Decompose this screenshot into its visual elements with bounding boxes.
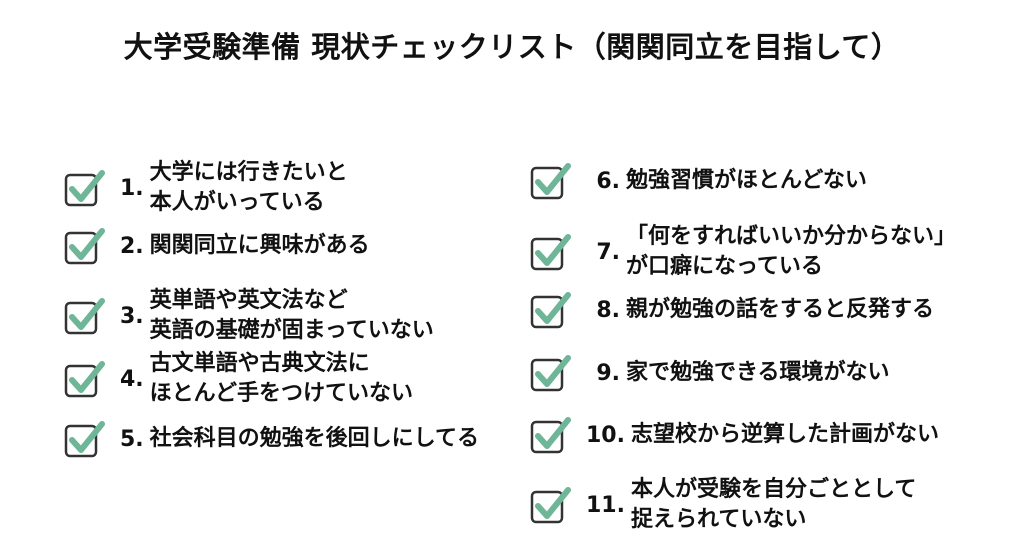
item-text-line: 英単語や英文法など xyxy=(149,288,348,313)
checkbox-checked-icon xyxy=(530,487,571,524)
item-text-line: 古文単語や古典文法に xyxy=(149,351,370,376)
item-number: 4. xyxy=(120,366,144,392)
item-text-line: 捉えられていない xyxy=(630,507,807,532)
item-text: 英単語や英文法など 英語の基礎が固まっていない xyxy=(150,286,434,346)
item-text-line: 社会科目の勉強を後回しにしてる xyxy=(149,426,480,451)
checkbox-checked-icon xyxy=(64,228,105,265)
item-text: 勉強習慣がほとんどない xyxy=(626,166,867,196)
item-number: 8. xyxy=(596,297,620,323)
item-text-line: 本人がいっている xyxy=(149,190,325,215)
checklist-item-6: 6. 勉強習慣がほとんどない xyxy=(530,160,867,202)
item-number: 5. xyxy=(120,426,144,452)
checklist-item-2: 2. 関関同立に興味がある xyxy=(64,225,370,267)
item-number: 10. xyxy=(586,422,625,448)
checkbox-checked-icon xyxy=(530,417,571,454)
checkbox-checked-icon xyxy=(530,163,571,200)
item-number: 7. xyxy=(596,239,620,265)
item-text: 親が勉強の話をすると反発する xyxy=(626,295,934,325)
checklist-item-11: 11. 本人が受験を自分ごととして 捉えられていない xyxy=(530,475,916,535)
item-number: 9. xyxy=(596,360,620,386)
page-title: 大学受験準備 現状チェックリスト（関関同立を目指して） xyxy=(123,30,901,64)
item-text-line: 志望校から逆算した計画がない xyxy=(630,422,939,447)
item-text-line: ほとんど手をつけていない xyxy=(149,381,414,406)
item-text-line: 大学には行きたいと xyxy=(149,160,348,185)
item-number: 1. xyxy=(120,175,144,201)
item-text-line: 「何をすればいいか分からない」 xyxy=(626,224,957,249)
checkbox-checked-icon xyxy=(64,170,105,207)
checkbox-checked-icon xyxy=(64,361,105,398)
checkbox-checked-icon xyxy=(530,355,571,392)
checkbox-checked-icon xyxy=(530,234,571,271)
item-text: 社会科目の勉強を後回しにしてる xyxy=(150,424,479,454)
item-text-line: 英語の基礎が固まっていない xyxy=(149,318,434,343)
checklist-item-4: 4. 古文単語や古典文法に ほとんど手をつけていない xyxy=(64,349,413,409)
checklist-item-9: 9. 家で勉強できる環境がない xyxy=(530,352,890,394)
item-number: 11. xyxy=(586,492,625,518)
checkbox-checked-icon xyxy=(64,421,105,458)
item-text: 古文単語や古典文法に ほとんど手をつけていない xyxy=(150,349,413,409)
item-text: 家で勉強できる環境がない xyxy=(626,358,890,388)
checklist-item-3: 3. 英単語や英文法など 英語の基礎が固まっていない xyxy=(64,286,434,346)
checklist-item-8: 8. 親が勉強の話をすると反発する xyxy=(530,289,934,331)
item-text-line: 勉強習慣がほとんどない xyxy=(626,168,867,193)
item-text-line: 本人が受験を自分ごととして xyxy=(630,477,917,502)
checklist-item-5: 5. 社会科目の勉強を後回しにしてる xyxy=(64,418,479,460)
item-number: 6. xyxy=(596,168,620,194)
item-text: 大学には行きたいと 本人がいっている xyxy=(150,158,348,218)
checklist-item-7: 7. 「何をすればいいか分からない」 が口癖になっている xyxy=(530,222,956,282)
item-text-line: 家で勉強できる環境がない xyxy=(626,360,890,385)
item-number: 3. xyxy=(120,303,144,329)
item-text: 志望校から逆算した計画がない xyxy=(631,420,939,450)
item-text: 関関同立に興味がある xyxy=(150,231,370,261)
item-text: 本人が受験を自分ごととして 捉えられていない xyxy=(631,475,916,535)
checkbox-checked-icon xyxy=(530,292,571,329)
checkbox-checked-icon xyxy=(64,298,105,335)
checklist-item-10: 10. 志望校から逆算した計画がない xyxy=(530,414,939,456)
item-text-line: 親が勉強の話をすると反発する xyxy=(626,297,935,322)
item-text-line: が口癖になっている xyxy=(626,254,823,279)
checklist-item-1: 1. 大学には行きたいと 本人がいっている xyxy=(64,158,348,218)
item-text: 「何をすればいいか分からない」 が口癖になっている xyxy=(626,222,956,282)
item-number: 2. xyxy=(120,233,144,259)
item-text-line: 関関同立に興味がある xyxy=(149,233,370,258)
